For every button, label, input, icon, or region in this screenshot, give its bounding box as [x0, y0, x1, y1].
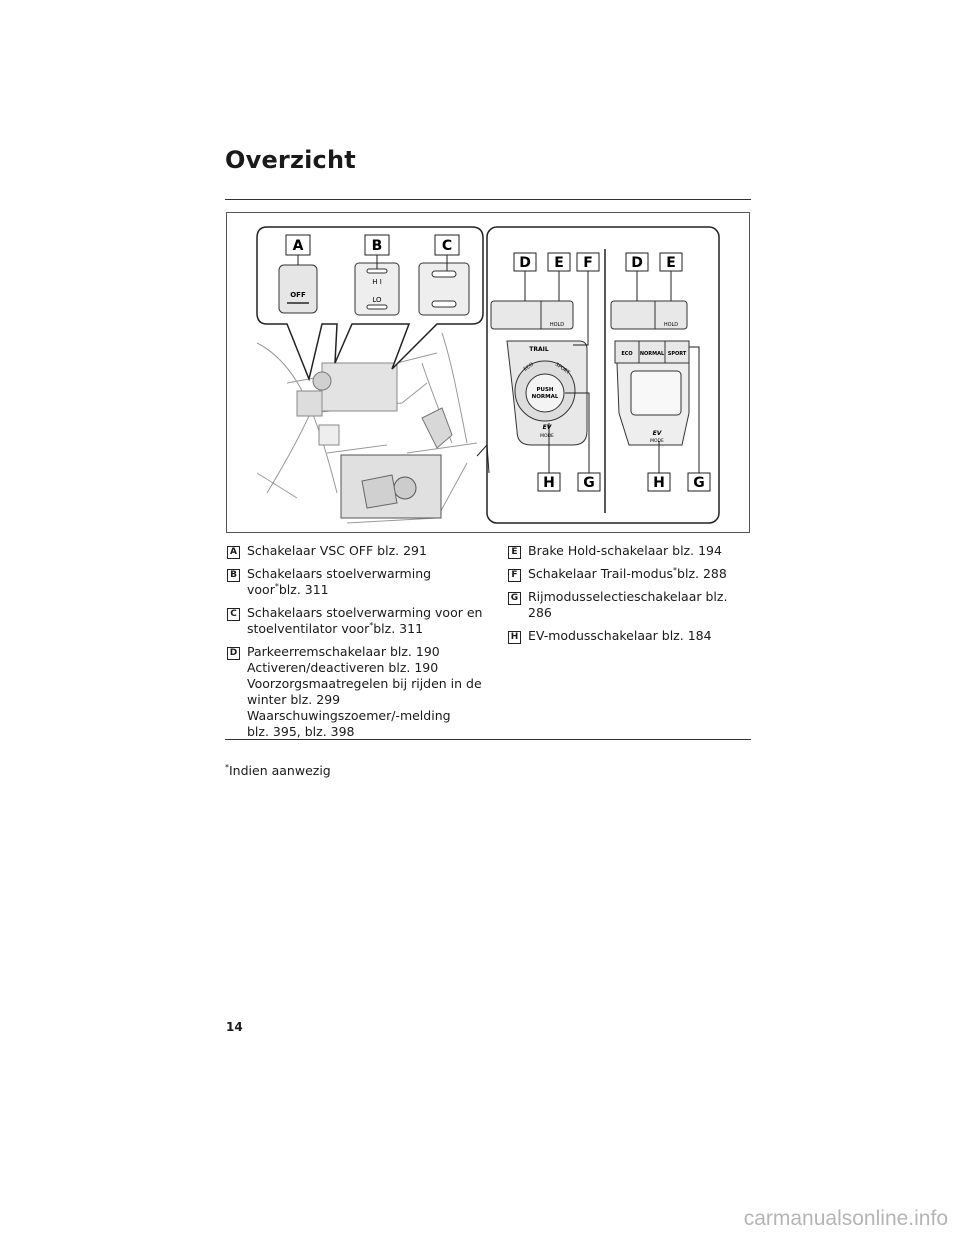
svg-text:G: G: [693, 475, 705, 491]
footnote-marker: *: [225, 763, 229, 772]
legend-item-h: H EV-modusschakelaar blz. 184: [508, 628, 752, 644]
svg-text:MODE: MODE: [540, 433, 554, 439]
svg-text:PUSH: PUSH: [536, 387, 553, 393]
legend-line: Rijmodusselectieschakelaar blz. 286: [528, 589, 728, 620]
leader-lines: [297, 255, 700, 473]
svg-text:A: A: [293, 238, 304, 254]
page-number: 14: [226, 1020, 243, 1034]
legend-key: C: [227, 608, 240, 621]
title-divider: [225, 199, 751, 200]
shifter-zoom: [340, 454, 442, 519]
legend-line: winter blz. 299: [247, 692, 341, 707]
page-title: Overzicht: [225, 146, 356, 174]
footnote-text: Indien aanwezig: [229, 763, 331, 778]
legend-key: D: [227, 647, 240, 660]
drive-mode-buttons: ECO NORMAL SPORT EV MODE: [614, 340, 690, 446]
svg-text:HOLD: HOLD: [664, 322, 678, 328]
legend-line: Schakelaars stoelverwarming voor en: [247, 605, 483, 620]
legend-line: Schakelaars stoelverwarming: [247, 566, 432, 581]
legend-key: E: [508, 546, 521, 559]
svg-text:ECO: ECO: [621, 351, 632, 357]
svg-text:G: G: [583, 475, 595, 491]
legend-key: F: [508, 569, 521, 582]
svg-text:EV: EV: [653, 430, 663, 437]
svg-text:H: H: [543, 475, 555, 491]
legend-key: A: [227, 546, 240, 559]
legend-key: B: [227, 569, 240, 582]
parking-hold-switch-right: HOLD: [610, 300, 688, 330]
svg-text:E: E: [554, 255, 564, 271]
legend-divider: [225, 739, 751, 740]
svg-text:TRAIL: TRAIL: [529, 346, 549, 353]
svg-text:D: D: [519, 255, 531, 271]
legend-line: Waarschuwingszoemer/-melding: [247, 708, 451, 723]
svg-text:E: E: [666, 255, 676, 271]
legend-line: Schakelaar VSC OFF blz. 291: [247, 543, 427, 558]
legend-key: H: [508, 631, 521, 644]
legend-item-a: A Schakelaar VSC OFF blz. 291: [227, 543, 489, 559]
svg-text:D: D: [631, 255, 643, 271]
legend-line: Brake Hold-schakelaar blz. 194: [528, 543, 722, 558]
svg-text:H: H: [653, 475, 665, 491]
svg-text:H I: H I: [372, 278, 382, 286]
center-display: [296, 362, 453, 449]
legend-line: stoelventilator voor*blz. 311: [247, 621, 424, 636]
svg-text:F: F: [583, 255, 593, 271]
svg-text:B: B: [372, 238, 383, 254]
svg-text:ECO: ECO: [523, 362, 535, 373]
callout-bubble-abc: OFF H I LO: [256, 226, 484, 382]
drive-mode-dial: TRAIL ECO SPORT PUSH NORMAL EV MODE: [506, 340, 588, 446]
svg-text:OFF: OFF: [290, 291, 306, 299]
svg-text:NORMAL: NORMAL: [640, 351, 665, 357]
svg-text:EV: EV: [543, 424, 553, 431]
legend-line: Parkeerremschakelaar blz. 190: [247, 644, 440, 659]
watermark: carmanualsonline.info: [743, 1207, 948, 1230]
svg-text:LO: LO: [372, 296, 382, 304]
legend-line: voor*blz. 311: [247, 582, 329, 597]
legend-item-g: G Rijmodusselectieschakelaar blz. 286: [508, 589, 752, 621]
legend-item-f: F Schakelaar Trail-modus*blz. 288: [508, 566, 752, 582]
legend-line: EV-modusschakelaar blz. 184: [528, 628, 712, 643]
legend-line: blz. 395, blz. 398: [247, 724, 355, 739]
svg-text:SPORT: SPORT: [668, 351, 687, 357]
legend-key: G: [508, 592, 521, 605]
legend-item-e: E Brake Hold-schakelaar blz. 194: [508, 543, 752, 559]
svg-text:MODE: MODE: [650, 438, 664, 444]
legend-line: Schakelaar Trail-modus*blz. 288: [528, 566, 727, 581]
svg-text:C: C: [442, 238, 452, 254]
legend-line: Activeren/deactiveren blz. 190: [247, 660, 439, 675]
parking-hold-switch-left: HOLD: [490, 300, 574, 330]
footnote: *Indien aanwezig: [225, 763, 331, 778]
console-illustration: OFF H I LO HOLD TRAIL: [226, 212, 750, 533]
legend-line: Voorzorgsmaatregelen bij rijden in de: [247, 676, 482, 691]
svg-text:NORMAL: NORMAL: [532, 394, 559, 400]
svg-text:HOLD: HOLD: [550, 322, 564, 328]
callout-letters: A B C D E F D E H G H G: [285, 234, 711, 492]
